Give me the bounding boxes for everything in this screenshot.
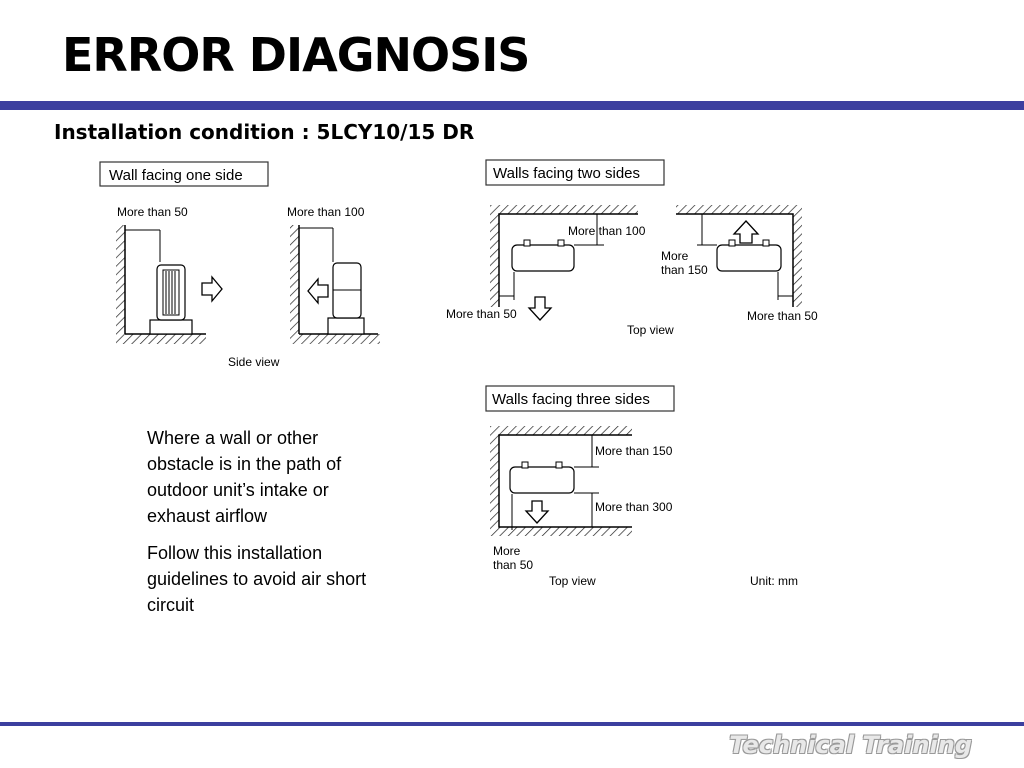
- three-sides-heading-box: [485, 385, 675, 412]
- clearance-label: More than 300: [595, 500, 673, 514]
- header-rule: [0, 101, 1024, 110]
- clearance-label: More than 100: [568, 224, 646, 238]
- airflow-arrow-right: [201, 275, 223, 303]
- floor: [116, 334, 206, 344]
- slide-subtitle: Installation condition : 5LCY10/15 DR: [54, 120, 475, 144]
- two-sides-heading: Walls facing two sides: [493, 165, 640, 182]
- clearance-label: than 50: [493, 558, 533, 572]
- clearance-label: than 150: [661, 263, 708, 277]
- wall: [676, 205, 802, 214]
- one-side-heading-box: [99, 161, 269, 187]
- wall: [793, 205, 802, 307]
- footer-rule: [0, 722, 1024, 726]
- clearance-label: More than 50: [446, 307, 517, 321]
- wall: [490, 205, 499, 307]
- floor: [290, 334, 380, 344]
- clearance-label: More than 100: [287, 205, 365, 219]
- diagram-caption: Top view: [549, 574, 596, 588]
- clearance-label: More than 50: [747, 309, 818, 323]
- clearance-label: More: [661, 249, 689, 263]
- airflow-arrow-left: [307, 277, 329, 305]
- wall: [490, 426, 499, 536]
- three-sides-diagram: Walls facing three sides More than 150 M…: [485, 385, 798, 588]
- two-sides-diagram: Walls facing two sides More than 100 Mor…: [446, 159, 818, 337]
- diagram-caption: Side view: [228, 355, 280, 369]
- one-side-heading: Wall facing one side: [109, 167, 243, 184]
- two-sides-heading-box: [485, 159, 665, 186]
- clearance-label: More: [493, 544, 521, 558]
- outdoor-unit-top: [716, 239, 782, 272]
- note-paragraph: Where a wall or other obstacle is in the…: [147, 428, 342, 526]
- wall: [490, 205, 638, 214]
- airflow-arrow-down: [524, 500, 550, 524]
- outdoor-unit-side: [327, 262, 365, 335]
- clearance-label: More than 50: [117, 205, 188, 219]
- diagram-caption: Top view: [627, 323, 674, 337]
- three-sides-heading: Walls facing three sides: [492, 391, 650, 408]
- clearance-label: More than 150: [595, 444, 673, 458]
- footer-brand: Technical Training: [729, 731, 972, 759]
- airflow-arrow-down: [527, 296, 553, 321]
- wall: [490, 527, 632, 536]
- one-side-diagram: Wall facing one side More than 50: [99, 161, 380, 369]
- outdoor-unit-front: [149, 264, 193, 335]
- slide-title: ERROR DIAGNOSIS: [62, 28, 530, 82]
- wall: [290, 225, 299, 335]
- wall: [490, 426, 632, 435]
- outdoor-unit-top: [511, 239, 575, 272]
- airflow-arrow-up: [732, 220, 760, 244]
- outdoor-unit-top: [509, 461, 575, 494]
- wall: [116, 225, 125, 335]
- unit-label: Unit: mm: [750, 574, 798, 588]
- note-paragraph: Follow this installation guidelines to a…: [147, 543, 367, 615]
